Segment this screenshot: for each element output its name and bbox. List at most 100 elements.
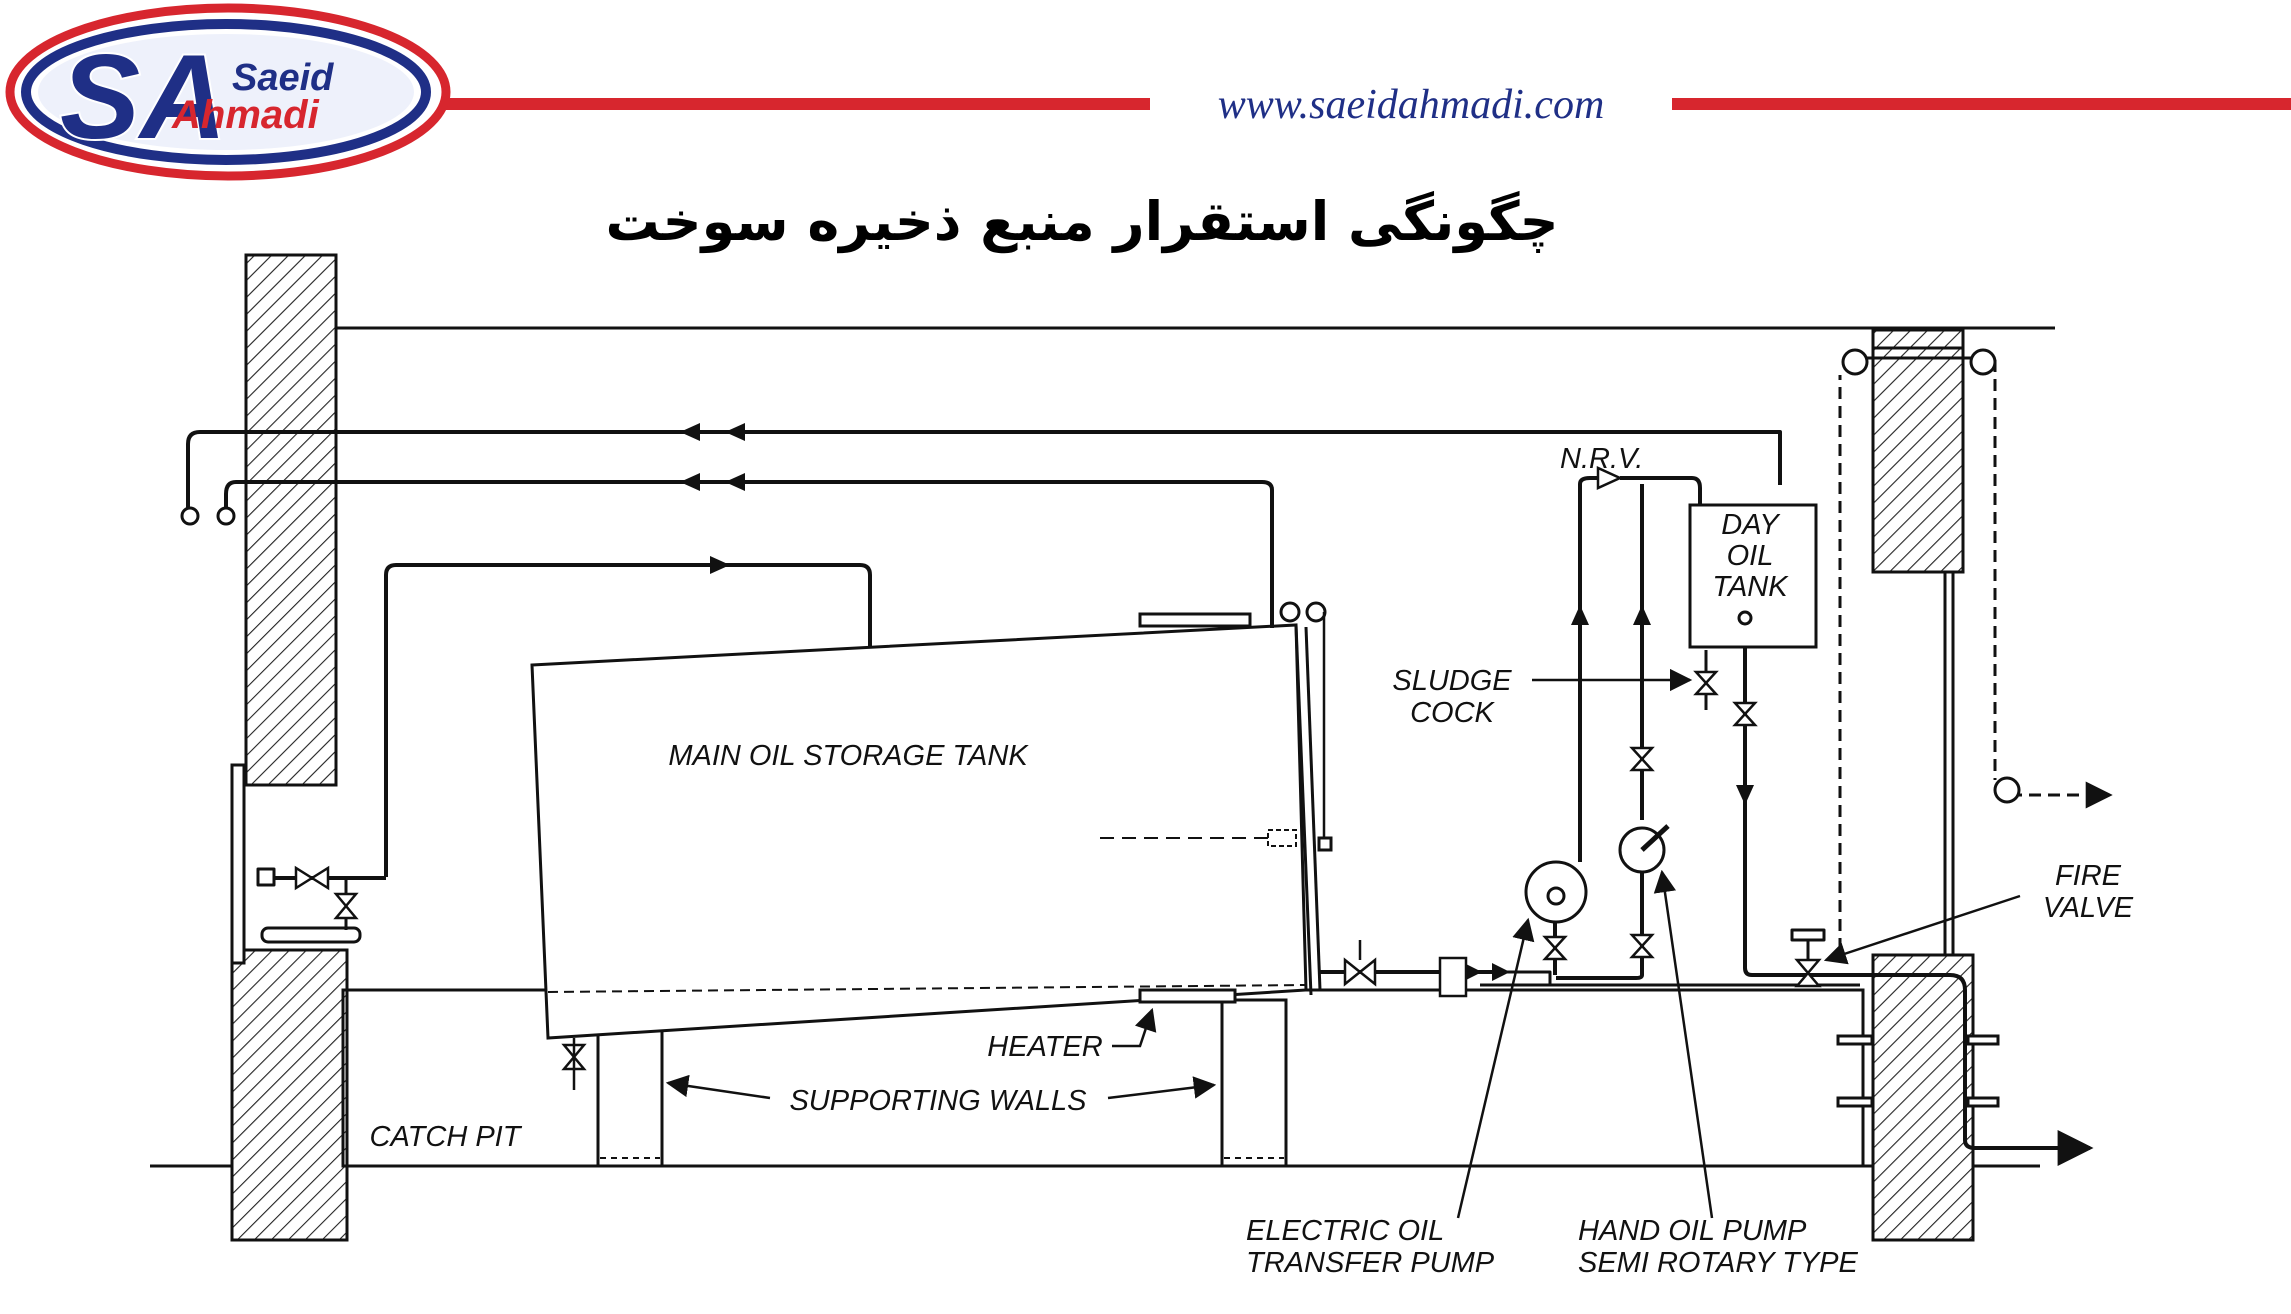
hand-pump-handle [1640, 824, 1670, 852]
gauge-pulley-1 [1279, 601, 1301, 623]
header: www.saeidahmadi.com SA Saeid Ahmadi چگون… [5, 3, 2291, 253]
hand-pump-leader [1653, 869, 1714, 1219]
label-hand-pump-2: SEMI ROTARY TYPE [1578, 1247, 1859, 1279]
right-wall-upper [1871, 328, 1965, 574]
fitting [1836, 1034, 1874, 1046]
fire-valve-head [1790, 928, 1826, 942]
flow-arrow [680, 423, 700, 441]
wall-opening-sill [260, 926, 362, 944]
valves [294, 466, 1822, 1090]
logo-first-name: Saeid [232, 57, 334, 99]
main-oil-storage-tank [530, 601, 1333, 1040]
flow-arrows [680, 423, 1754, 981]
website-link[interactable]: www.saeidahmadi.com [1218, 82, 1605, 128]
label-day-tank-2: OIL [1727, 540, 1774, 572]
logo-inner-field [38, 34, 414, 150]
flow-arrow [1633, 605, 1651, 625]
valve-tank-outlet [1343, 957, 1377, 987]
label-sludge-2: COCK [1410, 697, 1495, 729]
label-day-tank-1: DAY [1721, 509, 1781, 541]
flow-arrow [1492, 963, 1510, 981]
oil-filter [1438, 956, 1468, 998]
day-tank-body [1688, 503, 1818, 649]
wire-pulley-right [1969, 348, 1997, 376]
logo[interactable]: SA Saeid Ahmadi [5, 3, 451, 181]
supporting-wall-right-leader [1107, 1076, 1217, 1100]
flow-arrow [1571, 605, 1589, 625]
main-tank-end-wall [1294, 624, 1313, 996]
wall-fittings [1836, 1034, 2000, 1108]
label-heater: HEATER [987, 1031, 1103, 1063]
day-tank-outlet-nozzle [1737, 610, 1753, 626]
gauge-float [1317, 836, 1333, 852]
wire-pulley-left [1841, 348, 1869, 376]
electric-pump-riser [1578, 476, 1598, 862]
page-title: چگونگی استقرار منبع ذخیره سوخت [606, 190, 1559, 253]
fire-valve-leader [1823, 894, 2021, 965]
valve-day-tank-outlet [1732, 701, 1758, 727]
electric-pump-leader [1456, 917, 1535, 1219]
label-sludge-1: SLUDGE [1392, 665, 1512, 697]
main-tank-end-wall-2 [1304, 626, 1322, 991]
logo-blue-band [21, 19, 431, 165]
valve-electric-pump [1542, 935, 1568, 961]
valve-fill-drain [333, 892, 359, 920]
right-wall-lower [1871, 953, 1975, 1242]
flow-arrow [1464, 963, 1482, 981]
supporting-wall-right [1220, 998, 1288, 1168]
heater-leader [1112, 1007, 1157, 1048]
fitting [1966, 1034, 2000, 1046]
supporting-wall-left-leader [665, 1074, 771, 1100]
main-tank-inner-dash [547, 984, 1307, 993]
label-fire-1: FIRE [2055, 860, 2122, 892]
valve-fire [1794, 958, 1822, 988]
day-oil-tank [1688, 503, 1818, 649]
fill-pipe [384, 563, 872, 877]
left-wall-upper [244, 253, 338, 787]
fitting [1836, 1096, 1874, 1108]
building-structure [150, 253, 2055, 1242]
left-wall-lower [230, 948, 349, 1242]
vent-outlet-2 [216, 506, 236, 526]
valve-fill-line [294, 865, 330, 891]
label-hand-pump-1: HAND OIL PUMP [1578, 1215, 1807, 1247]
main-tank-body [530, 623, 1308, 1040]
label-catch-pit: CATCH PIT [370, 1121, 523, 1153]
heater-element [1138, 988, 1237, 1004]
gauge-pulley-2 [1305, 601, 1327, 623]
logo-initials: SA [60, 30, 227, 164]
pipework [180, 429, 2094, 1166]
label-electric-pump-2: TRANSFER PUMP [1246, 1247, 1495, 1279]
diagram-labels: N.R.V. DAY OIL TANK SLUDGE COCK MAIN OIL… [370, 443, 2134, 1279]
gauge-dash-box [1267, 829, 1297, 847]
main-tank-manhole [1138, 612, 1252, 628]
flow-arrow [680, 473, 700, 491]
flow-arrow [710, 556, 730, 574]
pumps [1524, 824, 1670, 924]
logo-last-name: Ahmadi [171, 93, 320, 137]
day-tank-outlet [1743, 618, 1808, 977]
electric-pump-hub [1546, 886, 1566, 906]
flow-arrow [725, 473, 745, 491]
wall-opening-frame [230, 763, 246, 965]
flow-arrow [1736, 785, 1754, 805]
valve-sludge-cock [1693, 670, 1719, 696]
hand-pump-suction [1556, 862, 1644, 980]
nrv-to-day-tank [1620, 476, 1702, 505]
valve-hand-pump-upper [1629, 746, 1655, 772]
fill-pipe-cap [256, 867, 276, 887]
label-nrv: N.R.V. [1560, 443, 1643, 475]
vent-pipe-day-tank [186, 429, 1782, 508]
supply-pipe-to-boiler [1808, 973, 2094, 1166]
wire-pulley-bottom [1993, 776, 2021, 804]
leader-lines [665, 668, 2021, 1219]
flow-arrow [725, 423, 745, 441]
valve-hand-pump-lower [1629, 933, 1655, 959]
fitting [1966, 1096, 2000, 1108]
label-fire-2: VALVE [2043, 892, 2134, 924]
supporting-wall-left [596, 1018, 664, 1168]
label-day-tank-3: TANK [1712, 571, 1789, 603]
label-main-tank: MAIN OIL STORAGE TANK [668, 740, 1029, 772]
fire-valve-wire [1838, 348, 2113, 955]
